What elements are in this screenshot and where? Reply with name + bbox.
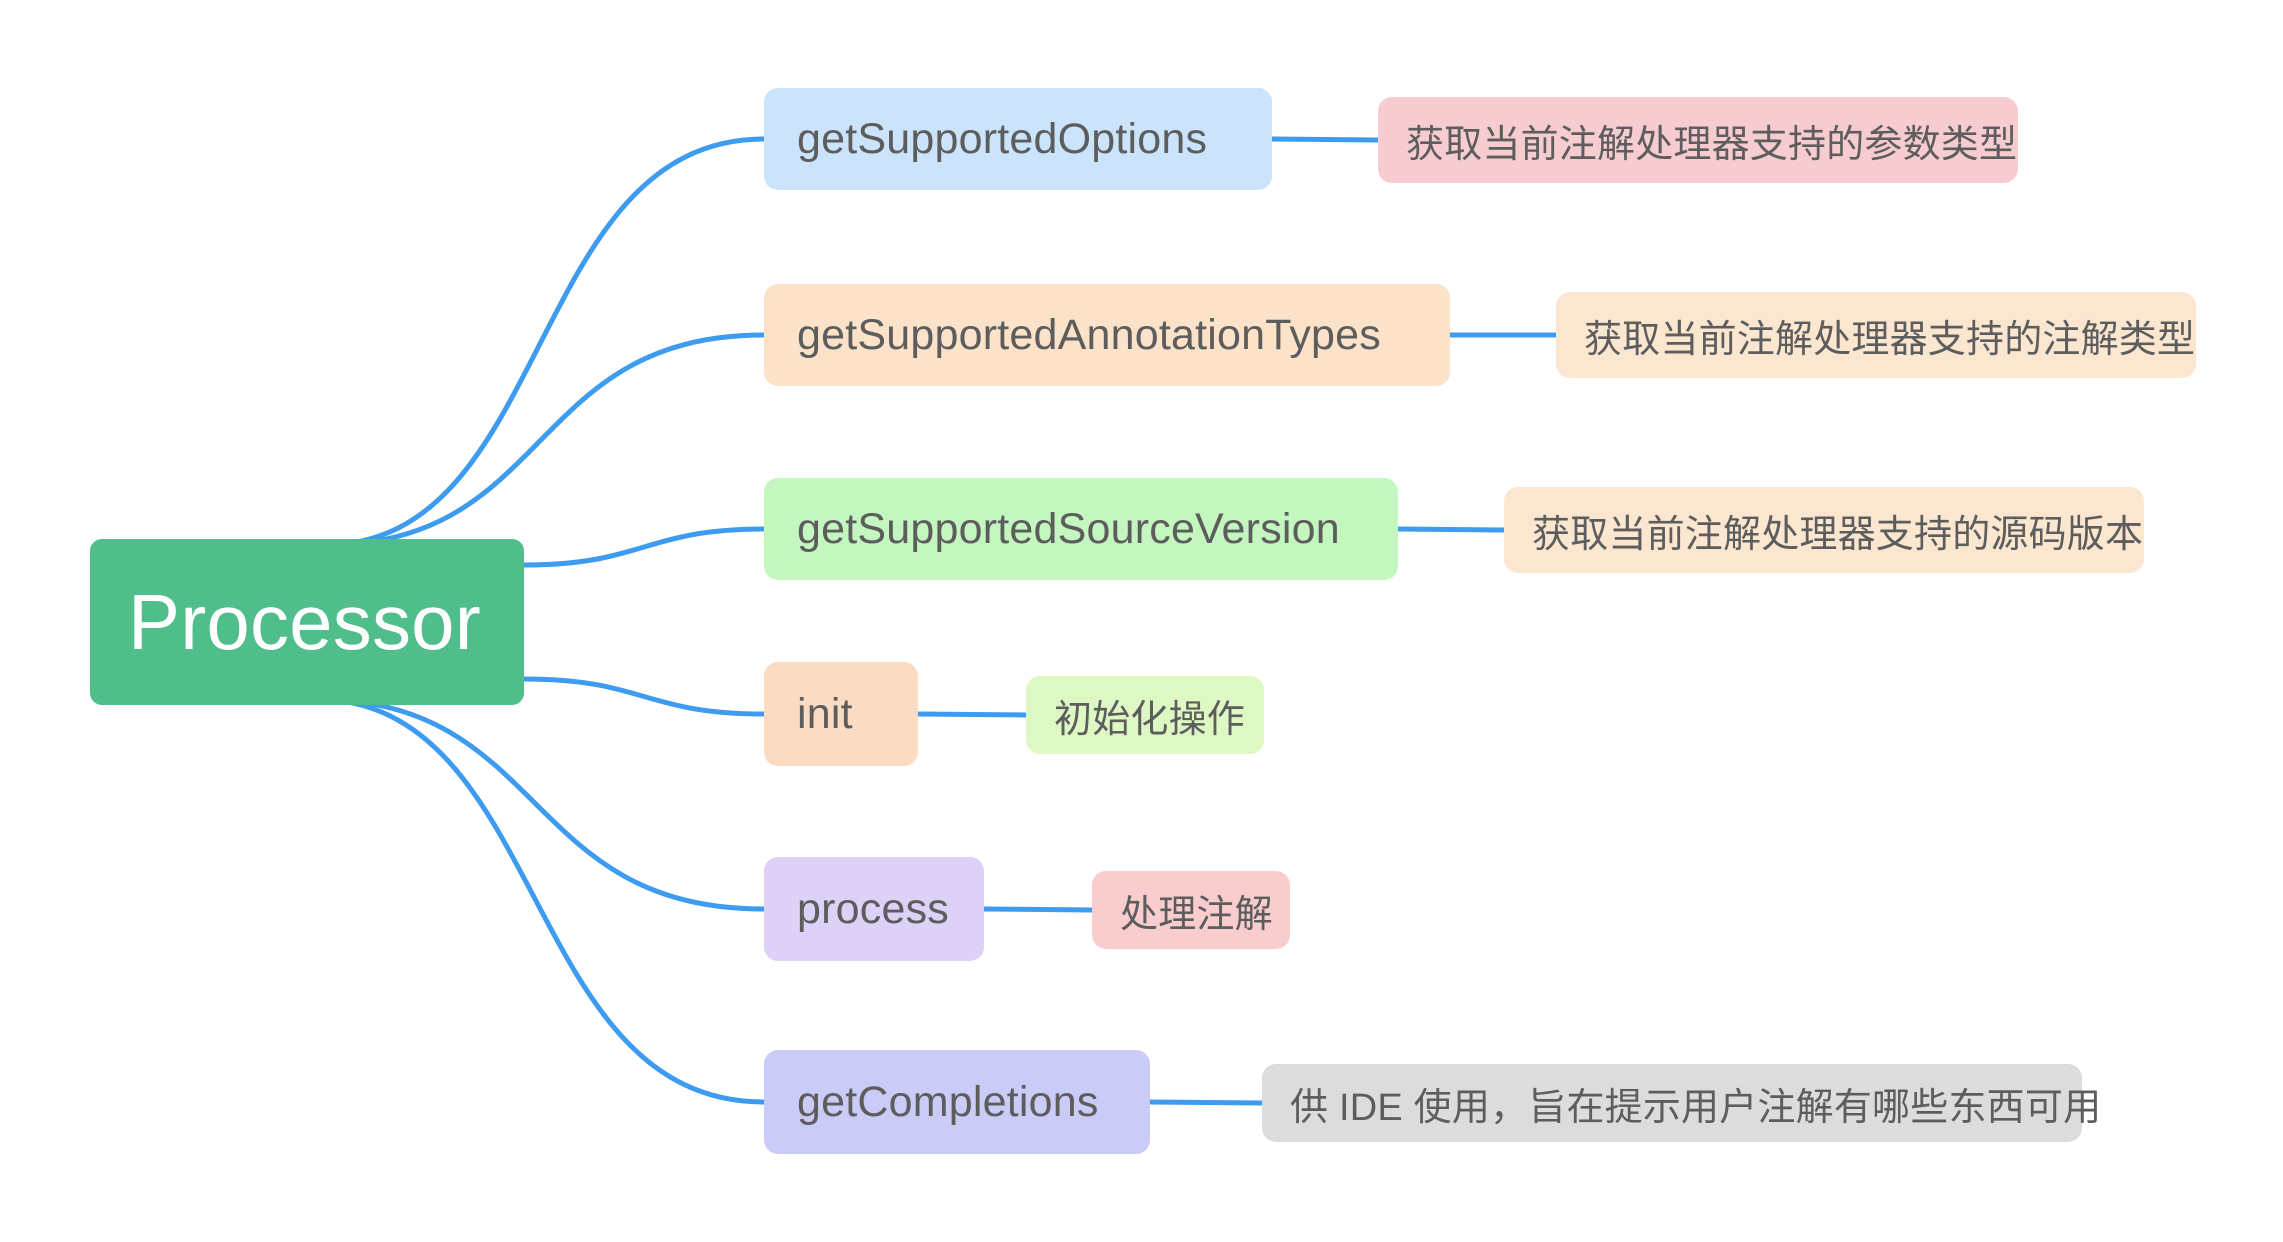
branch-node-label: init: [797, 689, 853, 738]
branch-node-label: getSupportedSourceVersion: [797, 504, 1340, 553]
branch-node-getsupportedannotationtypes[interactable]: getSupportedAnnotationTypes: [764, 284, 1450, 386]
mindmap-root-node[interactable]: Processor: [90, 539, 524, 705]
branch-node-getsupportedsourceversion[interactable]: getSupportedSourceVersion: [764, 478, 1398, 580]
leaf-node-getsupportedsourceversion[interactable]: 获取当前注解处理器支持的源码版本: [1504, 487, 2144, 573]
root-node-label: Processor: [128, 578, 481, 666]
leaf-node-label: 获取当前注解处理器支持的注解类型: [1584, 318, 2196, 361]
leaf-node-label: 获取当前注解处理器支持的参数类型: [1406, 123, 2018, 166]
leaf-node-getsupportedoptions[interactable]: 获取当前注解处理器支持的参数类型: [1378, 97, 2018, 183]
leaf-node-label: 获取当前注解处理器支持的源码版本: [1532, 513, 2144, 556]
leaf-node-getcompletions[interactable]: 供 IDE 使用，旨在提示用户注解有哪些东西可用: [1262, 1064, 2101, 1142]
branch-node-init[interactable]: init: [764, 662, 918, 766]
leaf-node-init[interactable]: 初始化操作: [1026, 676, 1264, 754]
branch-node-process[interactable]: process: [764, 857, 984, 961]
leaf-node-process[interactable]: 处理注解: [1092, 871, 1290, 949]
branch-node-label: getSupportedAnnotationTypes: [797, 310, 1381, 359]
branch-node-getsupportedoptions[interactable]: getSupportedOptions: [764, 88, 1272, 190]
leaf-node-label: 初始化操作: [1054, 698, 1246, 741]
branch-node-label: process: [797, 884, 949, 933]
branch-node-label: getCompletions: [797, 1077, 1099, 1126]
branch-node-getcompletions[interactable]: getCompletions: [764, 1050, 1150, 1154]
branch-node-label: getSupportedOptions: [797, 114, 1208, 163]
leaf-node-label: 供 IDE 使用，旨在提示用户注解有哪些东西可用: [1290, 1086, 2102, 1129]
leaf-node-getsupportedannotationtypes[interactable]: 获取当前注解处理器支持的注解类型: [1556, 292, 2196, 378]
leaf-node-label: 处理注解: [1120, 893, 1273, 936]
